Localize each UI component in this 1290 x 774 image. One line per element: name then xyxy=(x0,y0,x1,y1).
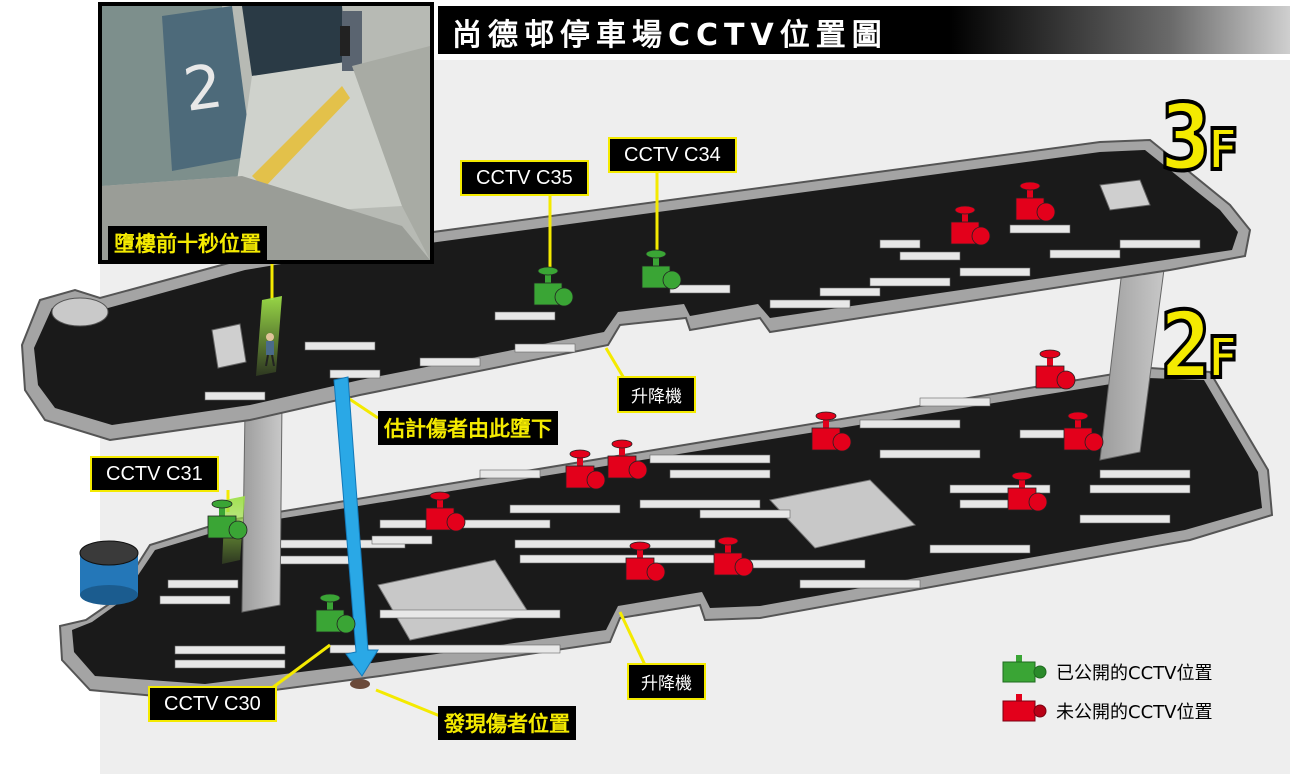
injured-person-marker xyxy=(350,679,370,689)
page-title: 尚德邨停車場CCTV位置圖 xyxy=(452,18,888,53)
person-figure xyxy=(265,333,275,367)
fall-point-label: 估計傷者由此墮下 xyxy=(378,411,558,445)
floor-3f-ramp-opening xyxy=(211,323,247,369)
camera-unpublished-2f-d-icon xyxy=(625,541,666,582)
legend-public-camera-icon xyxy=(1002,655,1047,683)
cctv-c31-label: CCTV C31 xyxy=(90,456,219,492)
legend-not-public-label: 未公開的CCTV位置 xyxy=(1056,702,1213,723)
camera-unpublished-2f-h-icon xyxy=(1063,411,1104,452)
camera-unpublished-2f-e-icon xyxy=(713,536,754,577)
camera-c31-icon xyxy=(207,499,248,540)
camera-unpublished-2f-b-icon xyxy=(607,439,648,480)
floor-label-2f: 2F xyxy=(1158,292,1240,399)
camera-c30-icon xyxy=(315,593,356,634)
legend-public-label: 已公開的CCTV位置 xyxy=(1056,663,1213,684)
cctv-c30-label: CCTV C30 xyxy=(148,686,277,722)
fall-arrow xyxy=(333,376,379,677)
camera-unpublished-3f-b-icon xyxy=(1015,181,1056,222)
ten-seconds-before-label: 墮樓前十秒位置 xyxy=(108,226,267,260)
water-tank xyxy=(79,540,139,605)
camera-layer xyxy=(207,181,1104,634)
cctv-still-photo: 2 xyxy=(98,2,434,264)
floor-2f-platform-right xyxy=(769,479,916,549)
title-bar xyxy=(438,6,1290,54)
camera-unpublished-2f-i-icon xyxy=(1007,471,1048,512)
camera-c34-icon xyxy=(641,249,682,290)
camera-unpublished-2f-c-icon xyxy=(425,491,466,532)
pointer-lines xyxy=(226,165,659,718)
camera-unpublished-2f-a-icon xyxy=(565,449,606,490)
cctv-c34-label: CCTV C34 xyxy=(608,137,737,173)
floor-3f-stair-opening xyxy=(1099,179,1151,211)
legend-not-public-camera-icon xyxy=(1002,694,1047,722)
camera-unpublished-3f-a-icon xyxy=(950,205,991,246)
floor-3f xyxy=(20,138,1252,442)
pillar-left xyxy=(241,401,283,613)
found-point-label: 發現傷者位置 xyxy=(438,706,576,740)
camera-unpublished-2f-f-icon xyxy=(811,411,852,452)
lift-label-3f: 升降機 xyxy=(617,376,696,413)
camera-c35-icon xyxy=(533,266,574,307)
camera-unpublished-2f-g-icon xyxy=(1035,349,1076,390)
lift-label-2f: 升降機 xyxy=(627,663,706,700)
cctv-c35-label: CCTV C35 xyxy=(460,160,589,196)
floor-3f-parked-cars xyxy=(204,224,1201,401)
cctv-still-image: 2 xyxy=(102,6,430,260)
floor-3f-round-hole xyxy=(51,297,109,327)
floor-3f-deck xyxy=(34,150,1238,425)
floor-label-3f: 3F xyxy=(1158,84,1240,191)
